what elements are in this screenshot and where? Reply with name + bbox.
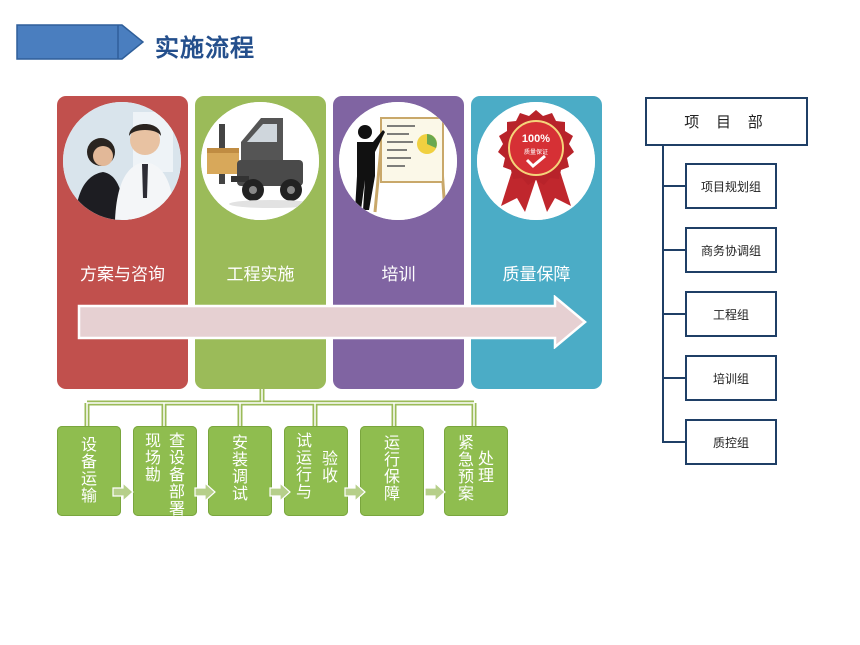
page-title: 实施流程 — [155, 34, 255, 62]
column-training: 培训 — [333, 96, 464, 389]
seal-percent-text: 100% — [522, 133, 550, 145]
forklift-image — [201, 102, 319, 220]
step-operation-support: 运行保障 — [360, 426, 424, 516]
column-consulting: 方案与咨询 — [57, 96, 188, 389]
step-label: 安装调试 — [208, 426, 272, 516]
process-flow-arrow — [77, 295, 587, 349]
column-label: 方案与咨询 — [80, 265, 165, 285]
step-site-survey: 现场勘 查设备部署 — [133, 426, 197, 518]
step-label-col-1: 试运行与 — [296, 431, 313, 501]
chevron-right-icon — [112, 482, 134, 502]
org-child-training: 培训组 — [685, 355, 777, 401]
quality-seal-image: 100% 质量保证 — [477, 102, 595, 220]
step-label-text: 安装调试 — [232, 433, 249, 503]
seal-subtext: 质量保证 — [524, 148, 548, 156]
column-label: 培训 — [381, 265, 416, 285]
org-child-planning: 项目规划组 — [685, 163, 777, 209]
step-label: 试运行与 验收 — [284, 426, 348, 516]
step-trial-run: 试运行与 验收 — [284, 426, 348, 516]
chevron-right-icon — [269, 482, 291, 502]
org-child-business: 商务协调组 — [685, 227, 777, 273]
chevron-right-icon — [344, 482, 366, 502]
header-bar-decoration — [16, 24, 144, 60]
step-equipment-transport: 设备运输 — [57, 426, 121, 516]
column-label: 工程实施 — [226, 265, 295, 285]
chevron-right-icon — [424, 482, 446, 502]
step-label-text: 设备运输 — [81, 435, 98, 505]
step-installation: 安装调试 — [208, 426, 272, 516]
step-label-text: 运行保障 — [384, 433, 401, 503]
org-child-quality-control: 质控组 — [685, 419, 777, 465]
column-engineering: 工程实施 — [195, 96, 326, 389]
step-label-col-2: 查设备部署 — [169, 431, 186, 518]
org-child-engineering: 工程组 — [685, 291, 777, 337]
step-label-col-2: 验收 — [322, 449, 339, 485]
step-label: 运行保障 — [360, 426, 424, 516]
presentation-board-image — [339, 102, 457, 220]
step-emergency-plan: 紧急预案 处理 — [444, 426, 508, 516]
column-quality: 100% 质量保证 质量保障 — [471, 96, 602, 389]
chevron-right-icon — [194, 482, 216, 502]
step-label: 现场勘 查设备部署 — [133, 426, 197, 518]
step-label-col-2: 处理 — [478, 449, 495, 485]
business-people-image — [63, 102, 181, 220]
column-label: 质量保障 — [502, 265, 571, 285]
step-label-col-1: 紧急预案 — [458, 433, 475, 503]
step-label: 设备运输 — [57, 426, 121, 516]
step-label: 紧急预案 处理 — [444, 426, 508, 516]
org-root-project-department: 项 目 部 — [645, 97, 808, 146]
step-label-col-1: 现场勘 — [145, 431, 162, 484]
